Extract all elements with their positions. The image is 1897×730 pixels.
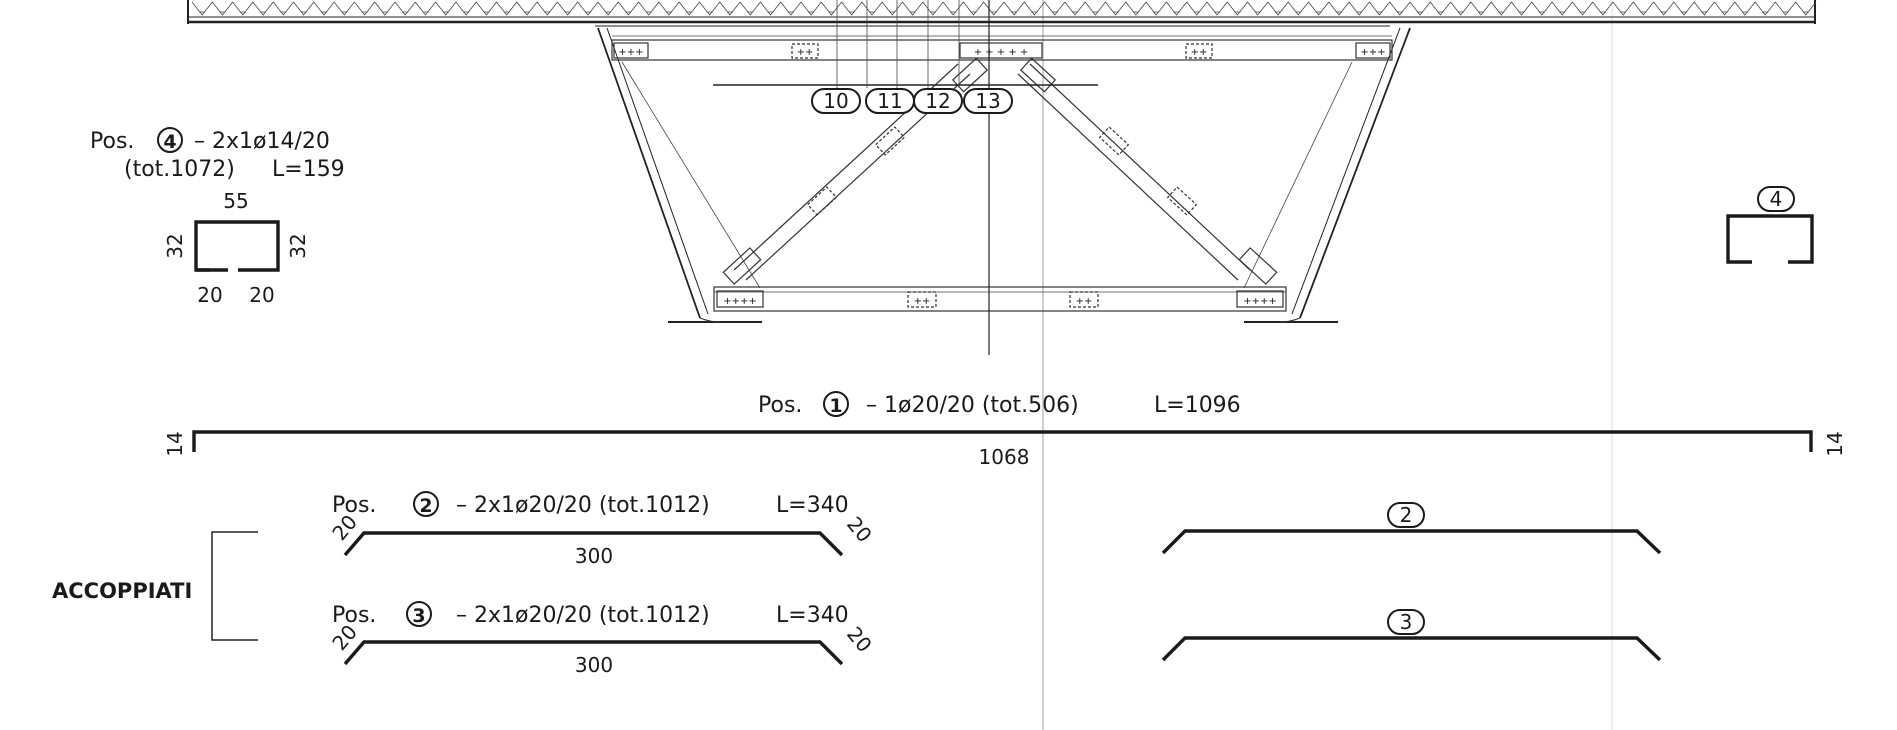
pos3-mark-circle: [406, 601, 432, 627]
bolt-label-bottom-mid-left: ++: [914, 296, 931, 307]
truss-zigzag: [191, 1, 1817, 16]
pos4-dim-bottom-right: 20: [249, 283, 274, 307]
pos4-length: L=159: [272, 157, 345, 182]
pos3-dim-main: 300: [575, 653, 613, 677]
pos3-prefix: Pos.: [332, 603, 376, 628]
pos2-dim-main: 300: [575, 544, 613, 568]
bolt-label-mid-left: ++: [797, 47, 814, 58]
pos3-schematic-bubble: [1387, 609, 1425, 635]
bolt-label-bottom-right: ++++: [1243, 296, 1277, 307]
pos1-prefix: Pos.: [758, 393, 802, 418]
callout-bubble-12: [913, 88, 963, 114]
pos4-mark-circle: [157, 127, 183, 153]
bolt-label-mid-right: ++: [1191, 47, 1208, 58]
pos1-length: L=1096: [1154, 393, 1241, 418]
bolt-plate-bottom-left: [716, 290, 764, 308]
pos3-block: Pos. 3 – 2x1ø20/20 (tot.1012) L=340 300 …: [327, 601, 877, 677]
pos1-dim-right: 14: [1823, 431, 1847, 456]
pos1-dim-main: 1068: [979, 445, 1030, 469]
pos3-length: L=340: [776, 603, 849, 628]
pos2-schematic-label: 2: [1400, 503, 1413, 527]
pos1-mark-circle: [823, 391, 849, 417]
callout-label-12: 12: [925, 89, 950, 113]
pos2-mark-circle: [413, 491, 439, 517]
pos4-schematic-bubble: [1757, 186, 1795, 212]
pos1-block: Pos. 1 – 1ø20/20 (tot.506) L=1096 1068 1…: [163, 391, 1847, 469]
pos3-bar-shape: [343, 640, 844, 666]
pos4-tot: (tot.1072): [124, 157, 235, 182]
bolt-label-bottom-mid-right: ++: [1076, 296, 1093, 307]
bolt-label-bottom-left: ++++: [723, 296, 757, 307]
pos4-dim-bottom-left: 20: [197, 283, 222, 307]
accoppiati-group: ACCOPPIATI: [52, 531, 258, 641]
callout-bubble-10: [811, 88, 861, 114]
pos4-mark: 4: [163, 131, 176, 153]
pos4-prefix: Pos.: [90, 129, 134, 154]
pos2-length: L=340: [776, 493, 849, 518]
pos4-dim-left: 32: [163, 233, 187, 258]
bolt-label-top-right: +++: [1360, 47, 1385, 58]
pos2-block: Pos. 2 – 2x1ø20/20 (tot.1012) L=340 300 …: [327, 491, 877, 568]
callout-label-11: 11: [877, 89, 902, 113]
pos2-bar-shape: [343, 531, 844, 557]
callout-label-10: 10: [823, 89, 848, 113]
pos2-mark: 2: [419, 495, 432, 517]
callout-bubble-13: [963, 88, 1013, 114]
truss-deck: [187, 0, 1817, 27]
pos4-schematic-label: 4: [1770, 187, 1783, 211]
pos4-block: Pos. 4 – 2x1ø14/20 (tot.1072) L=159 55 3…: [90, 127, 345, 307]
bolt-label-center: + + + + +: [974, 47, 1029, 58]
pos2-schematic-right: 2: [1161, 502, 1662, 555]
pos3-spec: – 2x1ø20/20 (tot.1012): [456, 603, 710, 628]
pos3-schematic-label: 3: [1400, 610, 1413, 634]
pos4-spec: – 2x1ø14/20: [194, 129, 330, 154]
pos4-dim-top: 55: [223, 189, 248, 213]
pos1-spec: – 1ø20/20 (tot.506): [866, 393, 1079, 418]
pos2-schematic-bubble: [1387, 502, 1425, 528]
accoppiati-label: ACCOPPIATI: [52, 579, 192, 603]
pos3-schematic-right: 3: [1161, 609, 1662, 662]
pos4-bar-shape: [194, 220, 280, 272]
pos1-dim-left: 14: [163, 431, 187, 456]
pos3-mark: 3: [412, 605, 425, 627]
pos4-schematic-right: 4: [1726, 186, 1814, 264]
bolt-label-top-left: +++: [618, 47, 643, 58]
pos2-spec: – 2x1ø20/20 (tot.1012): [456, 493, 710, 518]
steel-frame: +++ +++ ++ ++ + + + + + ++++ ++++ ++ ++: [597, 0, 1411, 355]
callout-label-13: 13: [975, 89, 1000, 113]
callout-group: 10 11 12 13: [811, 88, 1013, 114]
pos1-bar-shape: [192, 430, 1813, 452]
pos2-prefix: Pos.: [332, 493, 376, 518]
pos4-dim-right: 32: [286, 233, 310, 258]
bolt-plate-top-left: [613, 42, 649, 59]
pos1-mark: 1: [829, 395, 842, 417]
brace-right: [1017, 57, 1278, 285]
